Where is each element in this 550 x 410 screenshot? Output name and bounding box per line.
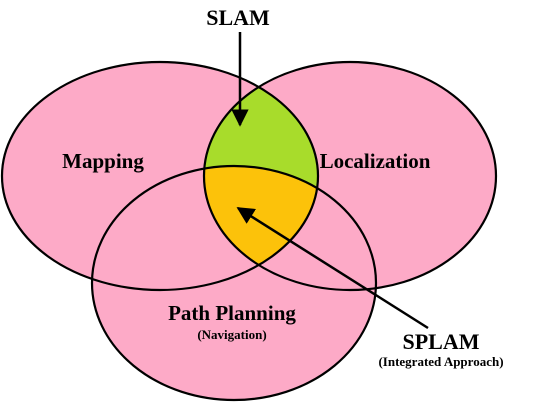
splam-label: SPLAM [403,329,480,354]
mapping-label: Mapping [62,149,144,173]
splam-sublabel: (Integrated Approach) [378,354,503,369]
slam-label: SLAM [206,5,270,30]
localization-label: Localization [320,149,431,173]
splam-arrow [236,206,429,330]
circle-outlines [0,60,498,402]
path-planning-circle [92,166,376,400]
path-planning-label: Path Planning [168,301,296,325]
path-planning-sublabel: (Navigation) [197,327,266,342]
